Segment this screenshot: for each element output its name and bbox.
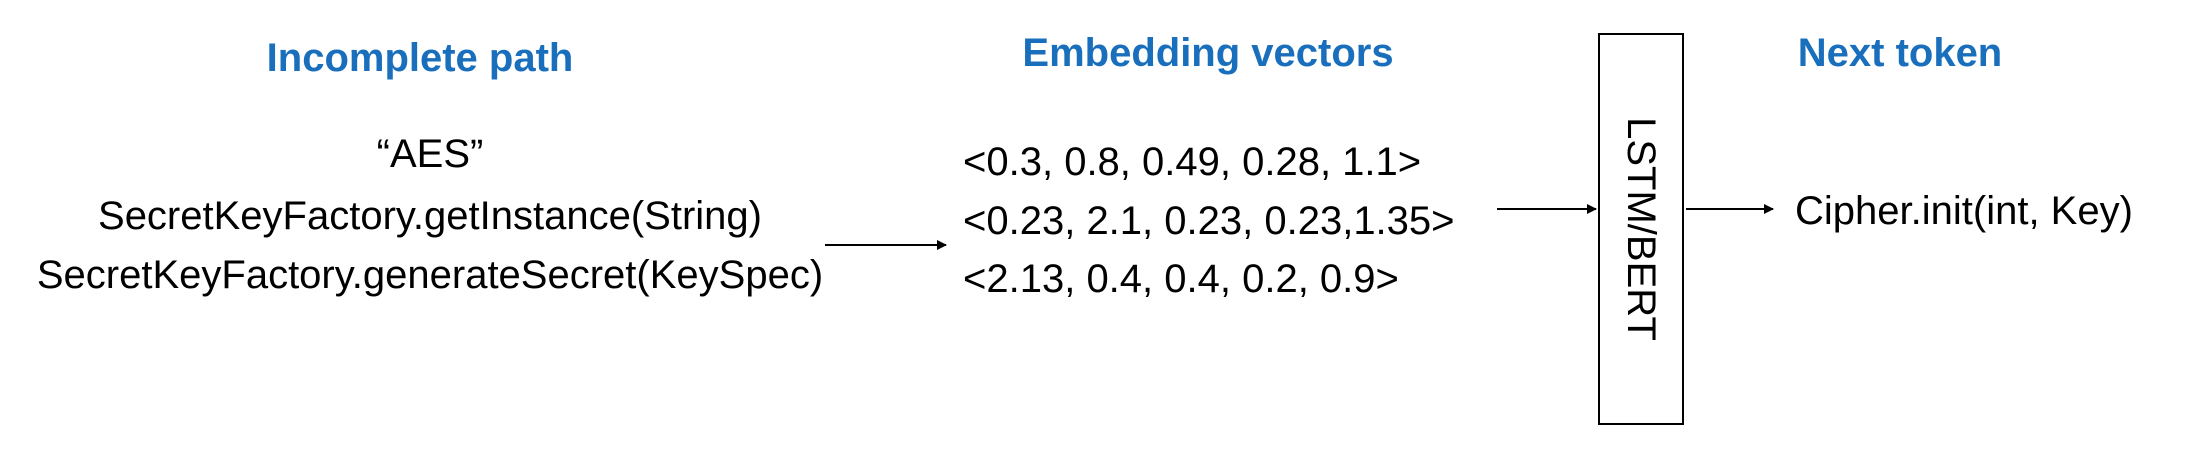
next-token-text: Cipher.init(int, Key) xyxy=(1795,189,2133,233)
embedding-vector-1: <0.3, 0.8, 0.49, 0.28, 1.1> xyxy=(963,140,1422,184)
next-token-heading: Next token xyxy=(1797,31,2003,75)
incomplete-path-heading: Incomplete path xyxy=(266,36,574,80)
model-box: LSTM/BERT xyxy=(1598,33,1684,425)
embedding-vectors-heading: Embedding vectors xyxy=(1022,31,1394,75)
embedding-vector-3: <2.13, 0.4, 0.4, 0.2, 0.9> xyxy=(963,257,1399,301)
path-item-aes: “AES” xyxy=(376,132,484,176)
path-item-generate-secret: SecretKeyFactory.generateSecret(KeySpec) xyxy=(36,253,824,297)
path-item-get-instance: SecretKeyFactory.getInstance(String) xyxy=(98,194,762,238)
embedding-vector-2: <0.23, 2.1, 0.23, 0.23,1.35> xyxy=(963,199,1455,243)
